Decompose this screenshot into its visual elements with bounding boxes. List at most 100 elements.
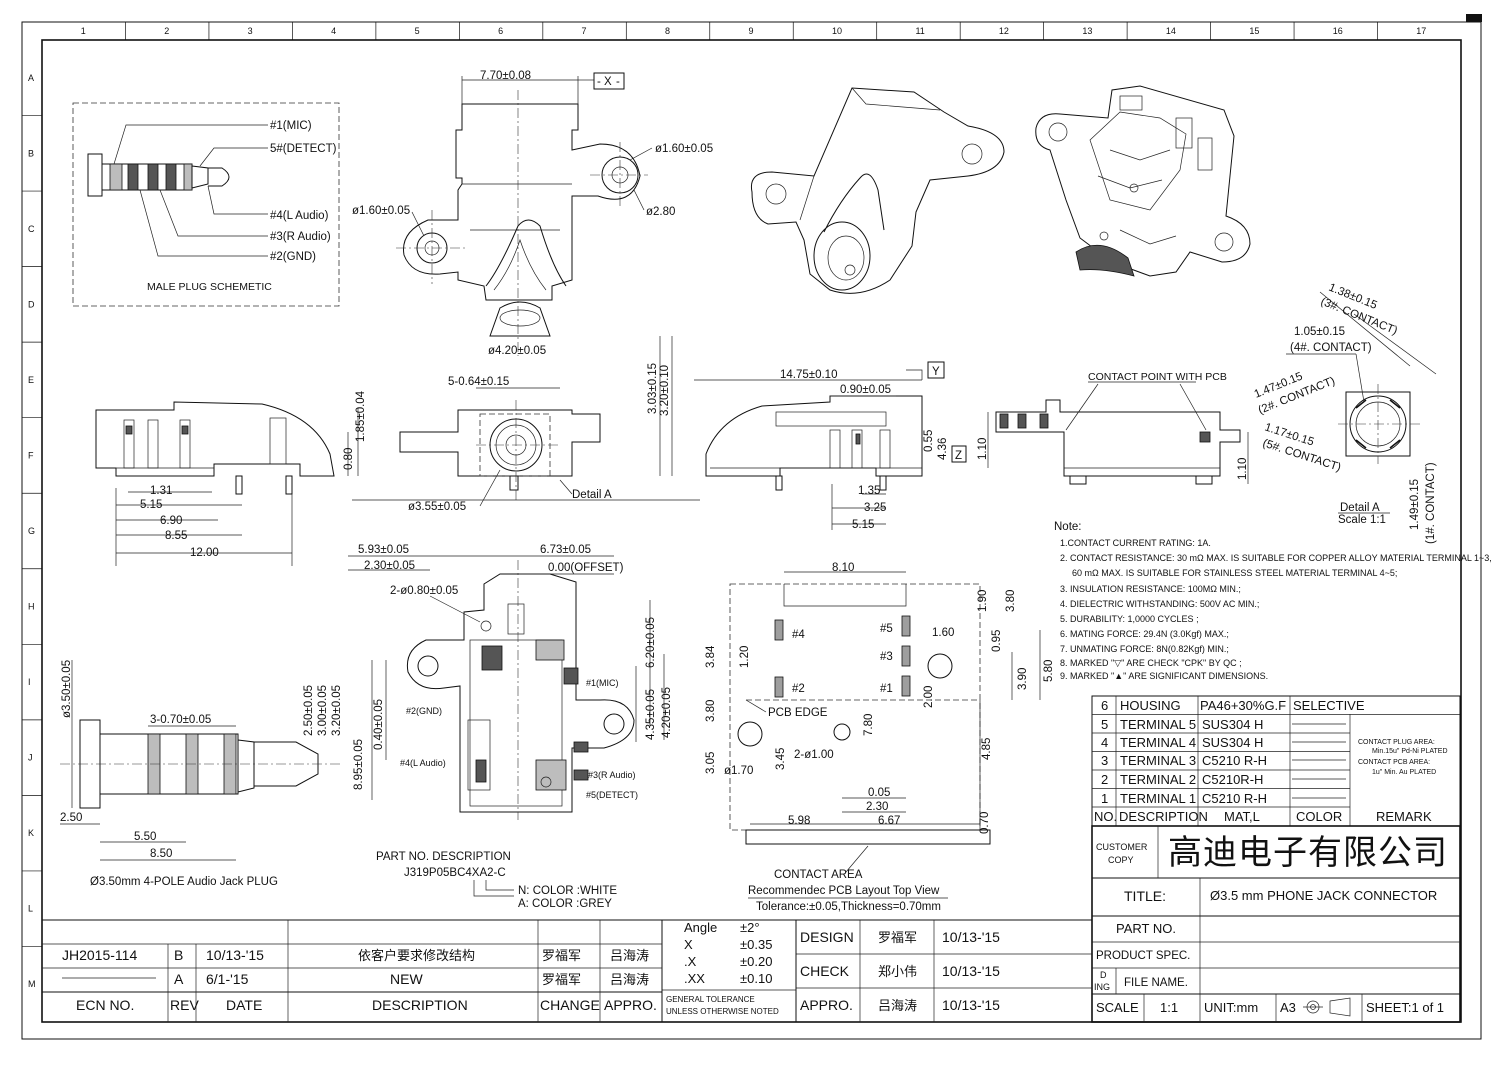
pcb-layout-title: Recommendec PCB Layout Top View bbox=[748, 885, 940, 897]
plug-label-mic: #1(MIC) bbox=[270, 120, 312, 132]
note-3: 3. INSULATION RESISTANCE: 100MΩ MIN.; bbox=[1060, 584, 1241, 594]
datum-y: Y bbox=[932, 366, 940, 378]
check-date: 10/13-'15 bbox=[942, 963, 1000, 979]
plug-caption: Ø3.50mm 4-POLE Audio Jack PLUG bbox=[90, 876, 278, 888]
male-plug-schematic: #1(MIC) 5#(DETECT) #4(L Audio) #3(R Audi… bbox=[72, 102, 340, 307]
tol-x-val: ±0.35 bbox=[740, 937, 772, 952]
rev-header-appro: APPRO. bbox=[604, 997, 657, 1013]
pad-3: #3 bbox=[880, 651, 893, 663]
bom-header-color: COLOR bbox=[1296, 809, 1342, 824]
dim-left-5: 12.00 bbox=[190, 547, 219, 559]
remark-line-4: 1u" Min. Au PLATED bbox=[1372, 769, 1436, 776]
pad-2: #2 bbox=[792, 683, 805, 695]
dim-bottom-9: 8.95±0.05 bbox=[353, 739, 365, 790]
dim-opening: ø4.20±0.05 bbox=[488, 345, 546, 357]
column-label: 5 bbox=[415, 26, 420, 36]
pcb-dim-10: 3.80 bbox=[705, 700, 717, 722]
side-view-right: 14.75±0.10 Y 0.90±0.05 0.55 4.36 Z 1.35 … bbox=[694, 361, 967, 531]
bom-mat-3: C5210 R-H bbox=[1202, 753, 1267, 768]
rev-header-date: DATE bbox=[226, 997, 262, 1013]
bom-no-2: 2 bbox=[1101, 772, 1108, 787]
paper-size: A3 bbox=[1280, 1000, 1296, 1015]
appro-role: APPRO. bbox=[800, 997, 853, 1013]
side-view-left: 1.31 5.15 6.90 8.55 12.00 bbox=[95, 401, 335, 566]
notes-heading: Note: bbox=[1054, 521, 1082, 533]
part-no-value: J319P05BC4XA2-C bbox=[404, 867, 506, 879]
tol-angle-val: ±2° bbox=[740, 920, 760, 935]
end-view: CONTACT POINT WITH PCB 1.10 1.10 bbox=[977, 371, 1249, 485]
plug-dim-4: 3.00±0.05 bbox=[317, 685, 329, 736]
pin-label-3: #3(R Audio) bbox=[588, 770, 636, 780]
bom-color-6: SELECTIVE bbox=[1293, 698, 1365, 713]
bom-mat-6: PA46+30%G.F bbox=[1200, 698, 1286, 713]
pcb-dim-19: 2.30 bbox=[866, 801, 888, 813]
plug-dim-2: 3-0.70±0.05 bbox=[150, 714, 211, 726]
column-label: 8 bbox=[665, 26, 670, 36]
bom-no-1: 1 bbox=[1101, 791, 1108, 806]
projection-symbol-icon bbox=[1303, 997, 1351, 1017]
bom-desc-6: HOUSING bbox=[1120, 698, 1181, 713]
drawing-title: Ø3.5 mm PHONE JACK CONNECTOR bbox=[1210, 888, 1437, 903]
design-date: 10/13-'15 bbox=[942, 929, 1000, 945]
column-label: 9 bbox=[749, 26, 754, 36]
d-label: D bbox=[1100, 970, 1107, 980]
detail-dim-2b: (4#. CONTACT) bbox=[1290, 342, 1372, 354]
rev-header-desc: DESCRIPTION bbox=[372, 997, 468, 1013]
column-label: 4 bbox=[331, 26, 336, 36]
contact-point-label: CONTACT POINT WITH PCB bbox=[1088, 371, 1227, 383]
plug-label-gnd: #2(GND) bbox=[270, 251, 316, 263]
bom-desc-3: TERMINAL 3 bbox=[1120, 753, 1196, 768]
bom-mat-5: SUS304 H bbox=[1202, 717, 1263, 732]
dim-right-5: 1.35 bbox=[858, 485, 880, 497]
row-label: J bbox=[28, 753, 33, 763]
note-9: 9. MARKED "▲" ARE SIGNIFICANT DIMENSIONS… bbox=[1060, 671, 1268, 681]
tolerance-block: Angle ±2° X ±0.35 .X ±0.20 .XX ±0.10 GEN… bbox=[661, 919, 797, 1023]
plug-label-l-audio: #4(L Audio) bbox=[270, 210, 329, 222]
detail-dim-2: 1.05±0.15 bbox=[1294, 326, 1345, 338]
row-label: B bbox=[28, 148, 34, 158]
notes: Note: 1.CONTACT CURRENT RATING: 1A. 2. C… bbox=[1054, 521, 1492, 681]
note-4: 4. DIELECTRIC WITHSTANDING: 500V AC MIN.… bbox=[1060, 599, 1259, 609]
pin-label-2: #2(GND) bbox=[406, 706, 442, 716]
pad-5: #5 bbox=[880, 623, 893, 635]
plug-dim-7: 5.50 bbox=[134, 831, 156, 843]
datum-x-frame: - bbox=[597, 76, 601, 88]
pcb-dim-6: 3.90 bbox=[1017, 668, 1029, 690]
remark-line-2: Min.15u" Pd-Ni PLATED bbox=[1372, 748, 1448, 755]
customer-label: CUSTOMER bbox=[1096, 842, 1148, 852]
company-name: 高迪电子有限公司 bbox=[1168, 834, 1448, 872]
option-n: N: COLOR :WHITE bbox=[518, 885, 617, 897]
file-name-field: FILE NAME. bbox=[1124, 977, 1188, 989]
pcb-dim-21: 6.67 bbox=[878, 815, 900, 827]
dim-right-1: 14.75±0.10 bbox=[780, 369, 837, 381]
male-plug-title: MALE PLUG SCHEMETIC bbox=[147, 281, 272, 293]
design-name: 罗福军 bbox=[878, 930, 917, 945]
plug-dim-1: ø3.50±0.05 bbox=[61, 660, 73, 718]
appro-name: 吕海涛 bbox=[878, 998, 917, 1013]
dim-bottom-10: 0.40±0.05 bbox=[373, 699, 385, 750]
rev-header-rev: REV bbox=[170, 997, 199, 1013]
tol-angle-label: Angle bbox=[684, 920, 717, 935]
detail-a: 1.38±0.15 (3#. CONTACT) 1.05±0.15 (4#. C… bbox=[1253, 282, 1437, 544]
top-view: 7.70±0.08 - X - ø1.60±0.05 ø1.60±0.05 ø2… bbox=[352, 70, 713, 357]
rev-b-desc: 依客户要求修改结构 bbox=[358, 948, 475, 963]
dim-end-1: 1.10 bbox=[977, 438, 989, 460]
unit-value: UNIT:mm bbox=[1204, 1000, 1258, 1015]
pcb-dim-13: 2-ø1.00 bbox=[794, 749, 834, 761]
dim-bottom-4: 6.73±0.05 bbox=[540, 544, 591, 556]
remark-line-3: CONTACT PCB AREA: bbox=[1358, 759, 1430, 766]
plug-dim-8: 8.50 bbox=[150, 848, 172, 860]
column-label: 7 bbox=[582, 26, 587, 36]
jack-plug-side: ø3.50±0.05 3-0.70±0.05 2.50±0.05 3.00±0.… bbox=[60, 660, 343, 888]
part-no-field: PART NO. bbox=[1116, 921, 1176, 936]
pcb-dim-1: 8.10 bbox=[832, 562, 854, 574]
pin-label-1: #1(MIC) bbox=[586, 678, 619, 688]
pcb-dim-22: 0.70 bbox=[979, 812, 991, 834]
dim-front-height: 1.85±0.04 bbox=[355, 390, 367, 442]
pcb-dim-2: 1.90 bbox=[977, 590, 989, 612]
pcb-dim-20: 5.98 bbox=[788, 815, 810, 827]
plug-dim-6: 2.50 bbox=[60, 812, 82, 824]
dim-left-3: 6.90 bbox=[160, 515, 182, 527]
bom-no-4: 4 bbox=[1101, 735, 1108, 750]
